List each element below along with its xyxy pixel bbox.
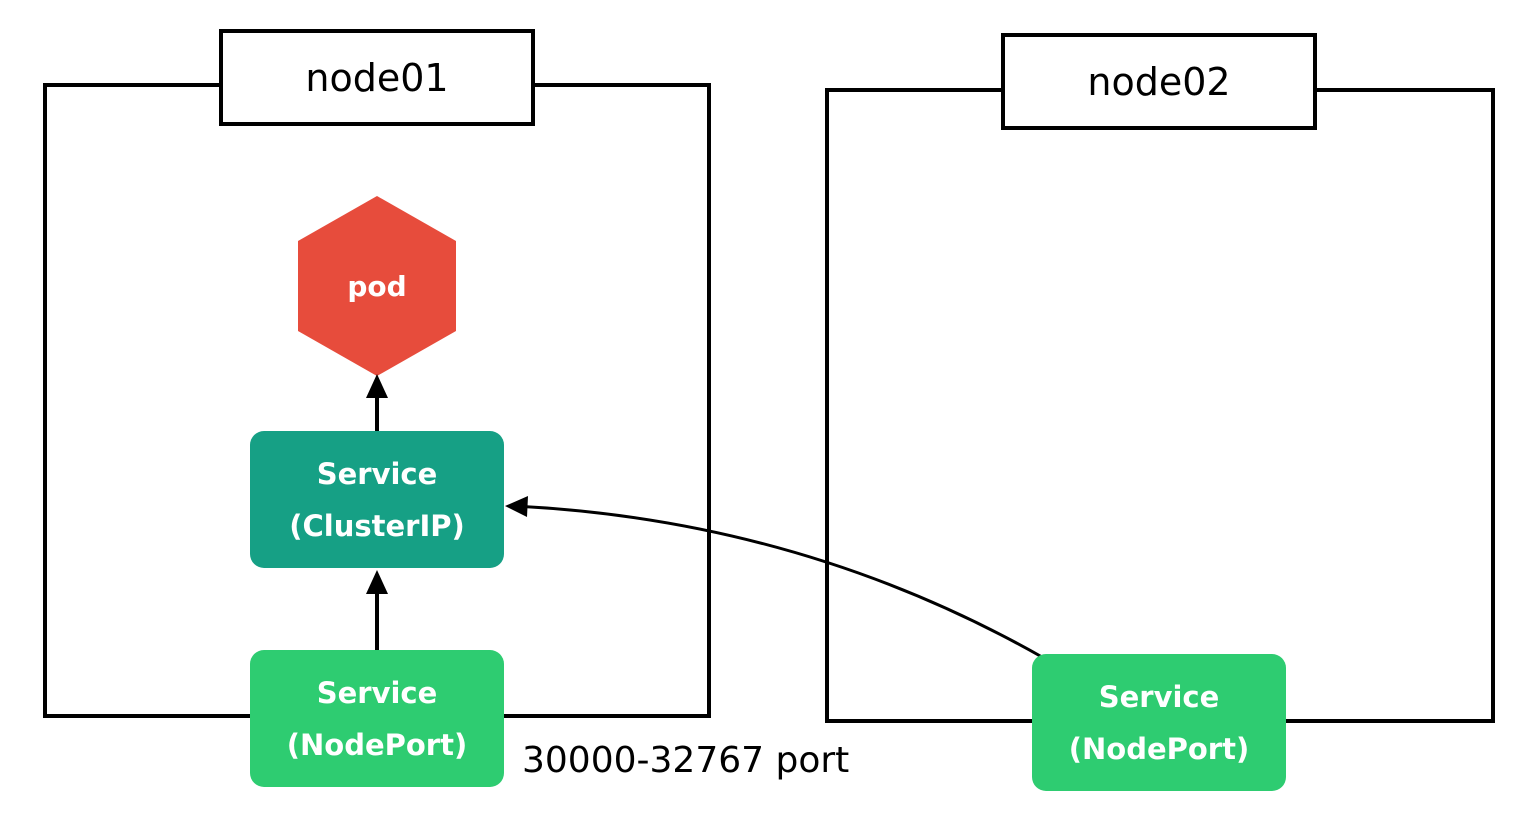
- arrow-node02-nodeport-to-clusterip-head: [505, 496, 528, 517]
- node02-box: [825, 88, 1495, 723]
- clusterip-service-title: Service: [316, 456, 438, 491]
- node01-label: node01: [219, 29, 535, 126]
- pod-hexagon-icon: [298, 196, 456, 376]
- arrow-node02-nodeport-to-clusterip: [513, 504, 1043, 659]
- node02-nodeport-service-title: Service: [1098, 679, 1220, 714]
- node02-label: node02: [1001, 33, 1317, 130]
- node02-nodeport-service-box: Service (NodePort): [1032, 654, 1286, 791]
- node01-nodeport-service-type: (NodePort): [286, 727, 468, 762]
- clusterip-service-box: Service (ClusterIP): [250, 431, 504, 568]
- port-range-label: 30000-32767 port: [522, 740, 850, 781]
- arrow-nodeport-to-clusterip-head: [366, 570, 388, 594]
- node02-nodeport-service-type: (NodePort): [1068, 731, 1250, 766]
- arrow-clusterip-to-pod-head: [366, 374, 388, 398]
- node01-nodeport-service-title: Service: [316, 675, 438, 710]
- node01-nodeport-service-box: Service (NodePort): [250, 650, 504, 787]
- pod-label: pod: [347, 270, 406, 303]
- clusterip-service-type: (ClusterIP): [289, 508, 465, 543]
